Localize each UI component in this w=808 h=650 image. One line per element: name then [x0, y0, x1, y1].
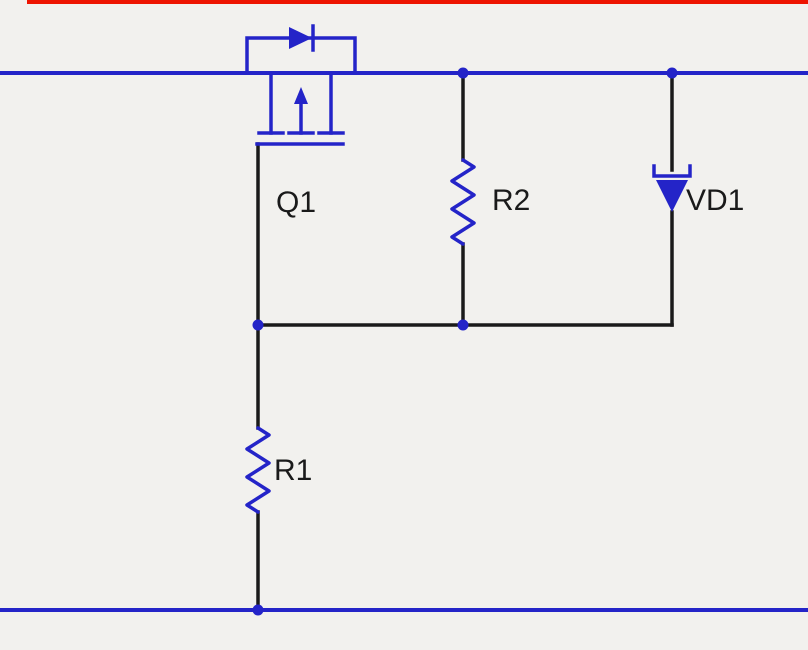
body-diode-anode-triangle-icon	[289, 27, 312, 49]
junction-dot-gate-node	[252, 319, 264, 331]
component-labels: Q1 R2 VD1 R1	[274, 184, 744, 487]
junction-dot-r2-bottom	[457, 319, 469, 331]
junction-dot-r1-bottom	[252, 604, 264, 616]
zener-triangle-icon	[656, 180, 688, 212]
resistor-r1-symbol	[245, 426, 271, 514]
zener-cathode-bar-icon	[652, 164, 692, 178]
label-q1: Q1	[276, 186, 316, 219]
junction-dot-vd1-top	[666, 67, 678, 79]
mosfet-body-arrow-icon	[294, 87, 308, 104]
junction-dot-r2-top	[457, 67, 469, 79]
top-border-accent	[27, 0, 808, 4]
resistor-r2-zigzag-icon	[450, 158, 476, 246]
label-r2: R2	[492, 184, 530, 217]
label-r1: R1	[274, 454, 312, 487]
zener-vd1-symbol	[652, 164, 692, 212]
junction-dots	[252, 67, 678, 616]
mosfet-q1-symbol	[245, 24, 357, 146]
label-vd1: VD1	[686, 184, 744, 217]
resistor-r1-zigzag-icon	[245, 426, 271, 514]
resistor-r2-symbol	[450, 158, 476, 246]
